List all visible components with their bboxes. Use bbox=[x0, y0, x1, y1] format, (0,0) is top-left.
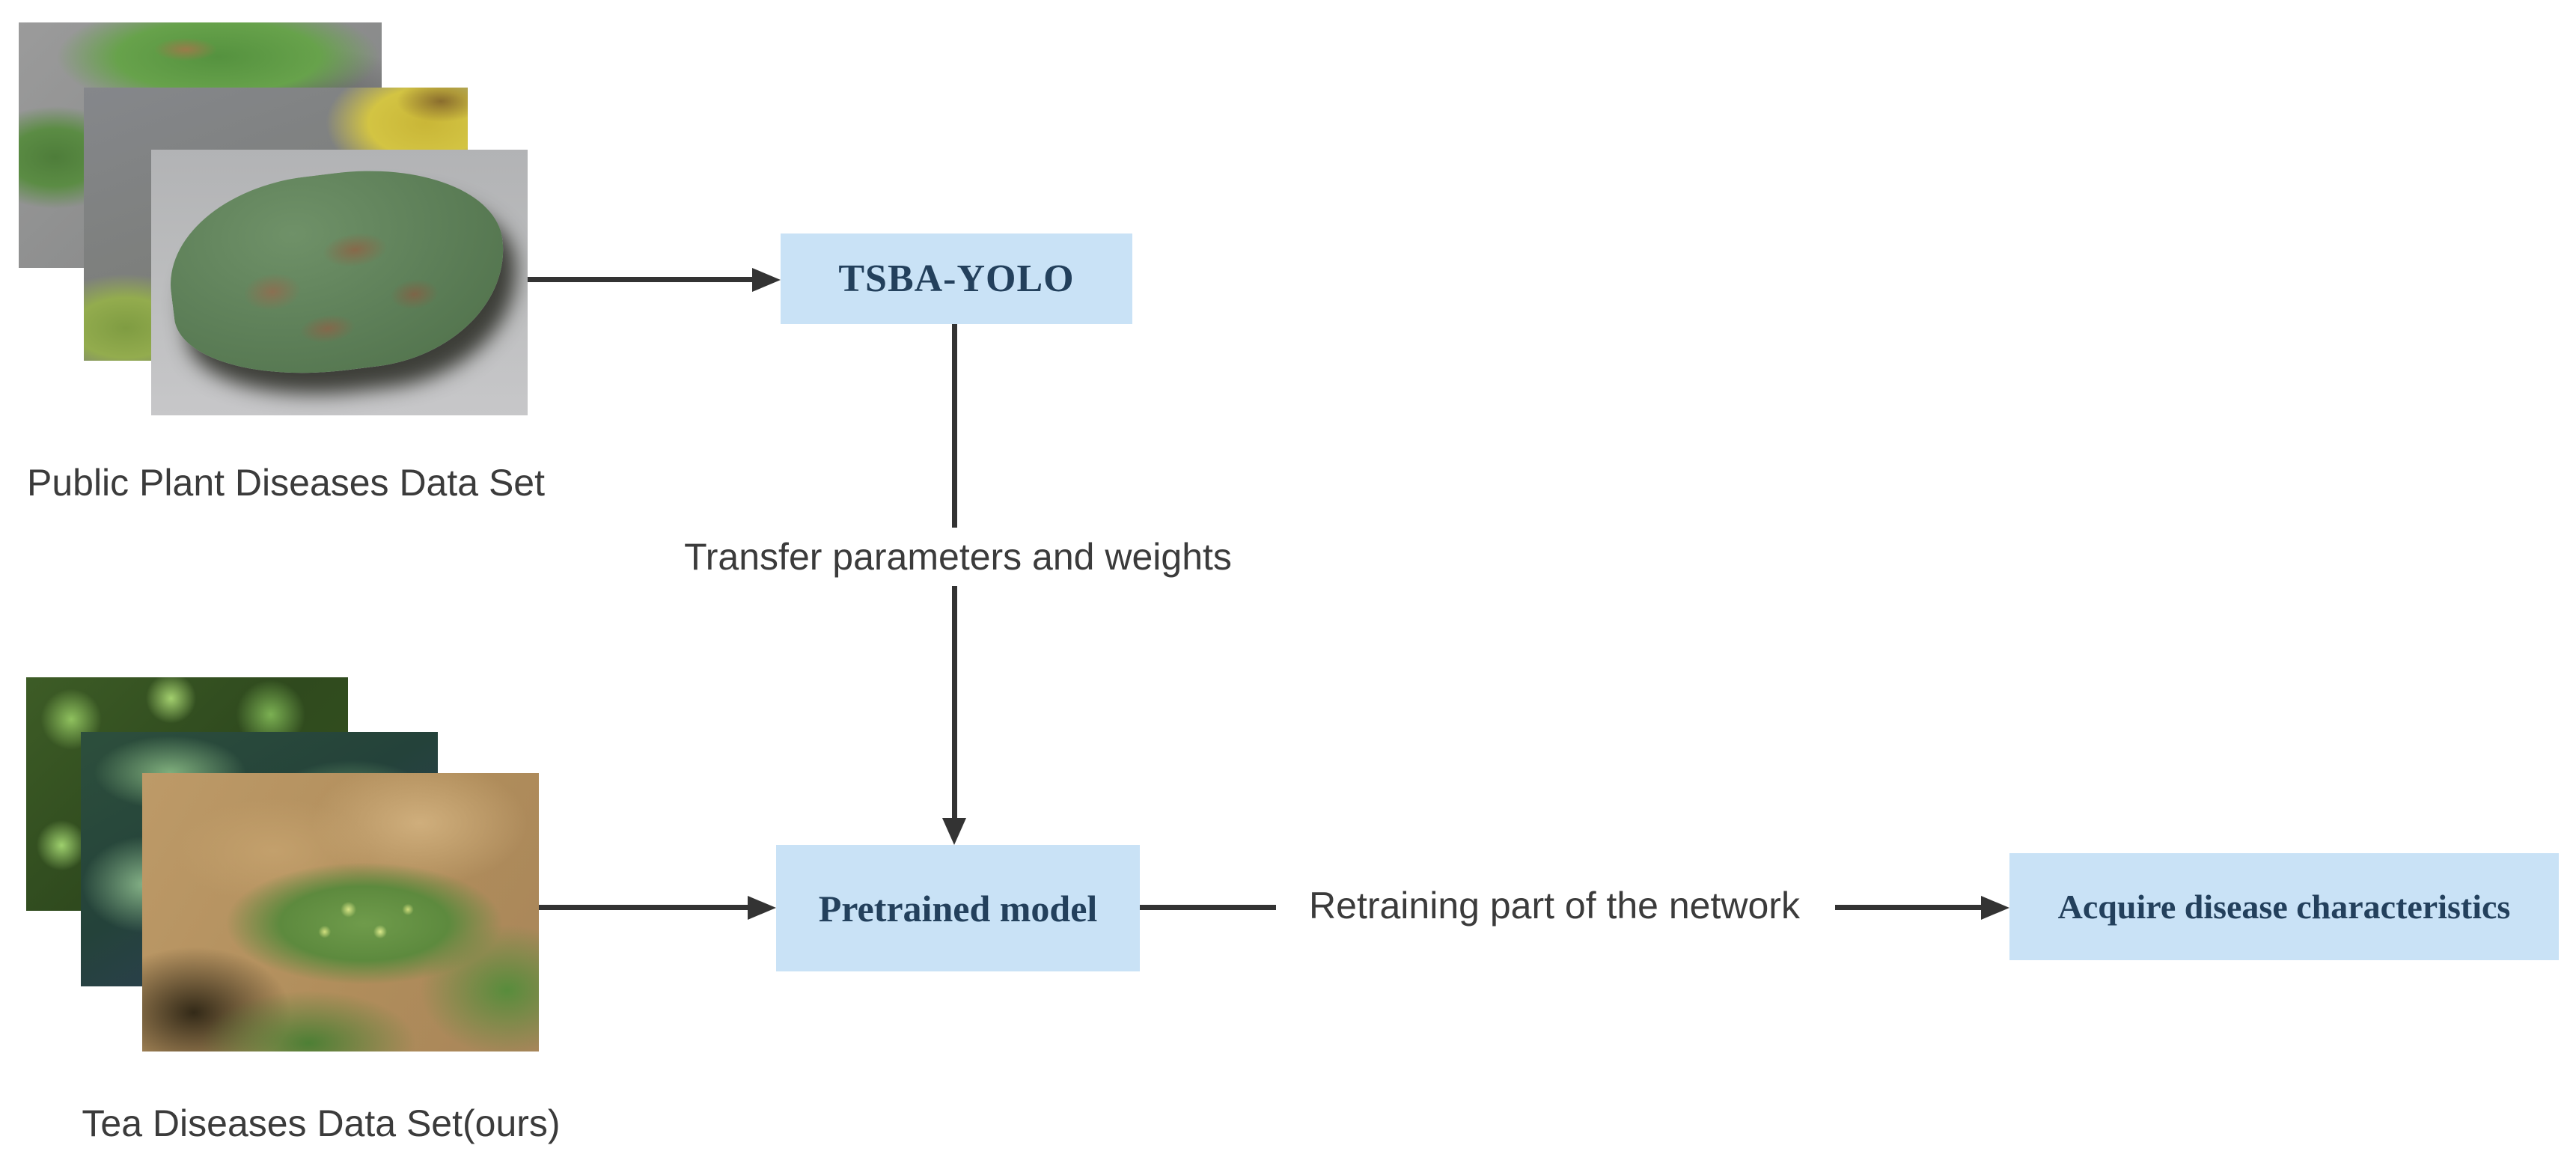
arrowhead-right-icon bbox=[752, 268, 781, 292]
acquire-characteristics-box: Acquire disease characteristics bbox=[2009, 853, 2559, 960]
public-dataset-label: Public Plant Diseases Data Set bbox=[26, 462, 546, 504]
arrow-public-to-tsba bbox=[528, 277, 754, 282]
arrowhead-right-icon bbox=[748, 896, 776, 920]
diseased-leaf-illustration bbox=[159, 153, 516, 390]
tea-dataset-label: Tea Diseases Data Set(ours) bbox=[82, 1102, 561, 1144]
acquire-characteristics-box-label: Acquire disease characteristics bbox=[2057, 888, 2511, 926]
arrow-retrain-right-segment bbox=[1835, 905, 1983, 910]
arrow-tea-to-pretrained bbox=[539, 905, 749, 910]
arrow-retrain-left-segment bbox=[1140, 905, 1276, 910]
tsba-yolo-box: TSBA-YOLO bbox=[781, 233, 1132, 324]
arrowhead-down-icon bbox=[942, 818, 966, 845]
pretrained-model-box: Pretrained model bbox=[776, 845, 1140, 971]
arrowhead-right-icon bbox=[1981, 896, 2009, 920]
tsba-yolo-box-label: TSBA-YOLO bbox=[838, 257, 1075, 300]
pretrained-model-box-label: Pretrained model bbox=[818, 887, 1098, 930]
tea-dataset-photo-front bbox=[142, 773, 539, 1051]
retrain-edge-label: Retraining part of the network bbox=[1309, 885, 1800, 927]
public-dataset-photo-front bbox=[151, 150, 528, 415]
transfer-edge-label: Transfer parameters and weights bbox=[681, 528, 1235, 586]
